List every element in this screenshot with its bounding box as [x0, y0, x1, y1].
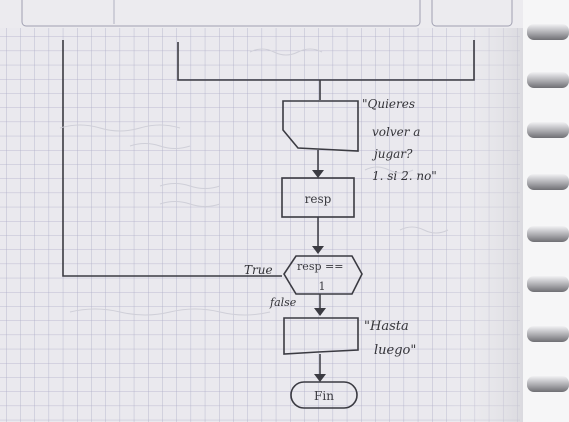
- end-label: Fin: [314, 389, 334, 403]
- decision-line-1: resp ==: [297, 260, 343, 273]
- loop-lines: [62, 40, 475, 277]
- output-shape-1: [282, 100, 359, 152]
- true-label: True: [244, 263, 273, 277]
- arrowhead-2: [312, 246, 324, 254]
- spiral-binding: [523, 0, 569, 422]
- grid-paper: [0, 28, 520, 422]
- output-shape-2: [283, 317, 359, 355]
- arrowhead-4: [314, 374, 326, 382]
- output-1-line-1: "Quieres: [362, 97, 415, 111]
- output-2-line-1: "Hasta: [364, 319, 409, 334]
- output-1-line-2: volver a: [372, 125, 420, 139]
- decision-shape: [283, 255, 363, 295]
- input-label: resp: [305, 192, 332, 206]
- end-terminator: [290, 381, 358, 409]
- svg-text:resp == 1: resp == 1: [297, 260, 347, 293]
- svg-text:"Quieres volver a juga: "Quieres volver a jugar? 1. si 2. no": [362, 97, 437, 183]
- output-1-line-3: jugar?: [371, 147, 413, 161]
- show-through-marks: [59, 48, 449, 316]
- arrowhead-1: [312, 170, 324, 178]
- false-label: false: [269, 296, 297, 309]
- page-header-strip: [0, 0, 525, 28]
- svg-text:"Hasta luego": "Hasta luego": [364, 319, 416, 358]
- arrowhead-3: [314, 308, 326, 316]
- decision-line-2: 1: [319, 280, 326, 293]
- output-2-line-2: luego": [374, 343, 416, 358]
- output-1-line-4: 1. si 2. no": [372, 169, 437, 183]
